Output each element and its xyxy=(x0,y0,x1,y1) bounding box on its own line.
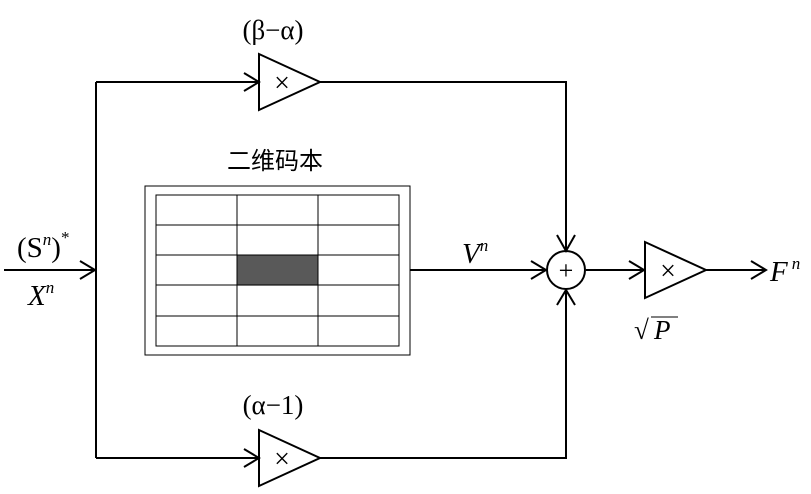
top-gain-label: (β−α) xyxy=(242,15,303,45)
input-s-star: * xyxy=(61,228,70,247)
codebook-selected-cell xyxy=(237,255,318,286)
input-label-s: (Sn)* xyxy=(17,228,69,264)
sqrt-p-label: √ P xyxy=(634,315,678,345)
input-x-sup: n xyxy=(46,278,55,297)
input-s-open: (S xyxy=(17,232,43,264)
codebook-title: 二维码本 xyxy=(227,147,323,175)
sqrt-symbol: √ xyxy=(634,315,649,345)
bottom-output-wire xyxy=(320,290,567,459)
input-s-sup: n xyxy=(43,230,52,249)
input-x-base: X xyxy=(27,280,47,312)
bottom-gain-label: (α−1) xyxy=(243,390,304,420)
power-multiplier: × xyxy=(644,240,709,300)
sum-node: + xyxy=(546,250,586,290)
power-multiply-icon: × xyxy=(660,256,676,287)
v-sup: n xyxy=(480,236,489,255)
f-base: F xyxy=(769,256,788,288)
codebook xyxy=(144,185,411,356)
top-output-wire xyxy=(320,81,567,251)
plus-icon: + xyxy=(559,256,574,285)
input-label-s-base: (Sn)* xyxy=(17,228,69,264)
codebook-outer-frame xyxy=(144,185,411,356)
input-s-close: ) xyxy=(51,232,61,264)
f-sup: n xyxy=(792,254,801,273)
top-multiplier: × xyxy=(258,52,323,112)
top-multiply-icon: × xyxy=(274,68,290,99)
final-output-arrowhead xyxy=(750,260,768,280)
bottom-multiply-icon: × xyxy=(274,444,290,475)
codebook-grid-border xyxy=(155,194,400,347)
bottom-multiplier: × xyxy=(258,428,323,488)
v-label: Vn xyxy=(462,236,488,270)
input-label-x: Xn xyxy=(27,278,54,312)
sqrt-arg: P xyxy=(653,315,671,345)
v-base: V xyxy=(462,238,483,270)
